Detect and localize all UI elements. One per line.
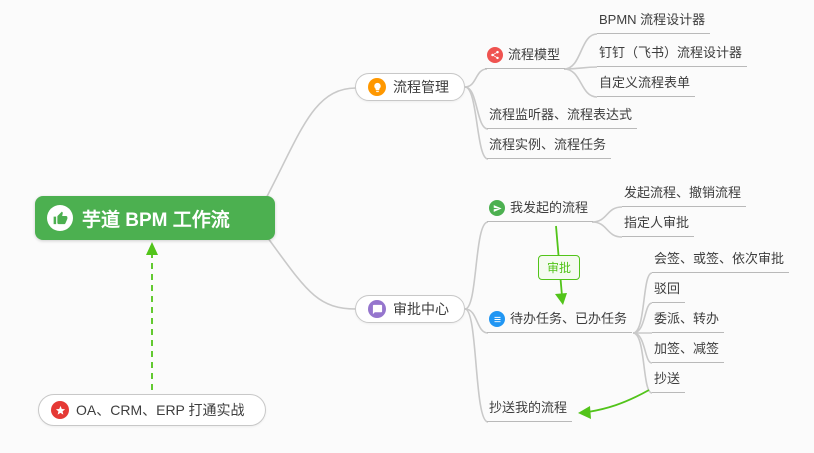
topic-custom-form[interactable]: 自定义流程表单 [597,75,696,97]
topic-delegate-transfer[interactable]: 委派、转办 [652,311,725,333]
topic-label: 流程管理 [393,79,449,95]
chat-bubble-icon [368,300,386,318]
topic-label: 审批中心 [393,301,449,317]
topic-cc[interactable]: 抄送 [652,371,686,393]
topic-start-cancel-process[interactable]: 发起流程、撤销流程 [622,185,747,207]
root-topic[interactable]: 芋道 BPM 工作流 [35,196,275,240]
topic-label: 待办任务、已办任务 [510,311,628,326]
root-topic-label: 芋道 BPM 工作流 [82,209,230,231]
topic-label: 钉钉（飞书）流程设计器 [599,45,743,60]
topic-label: 加签、减签 [654,341,720,356]
topic-my-initiated[interactable]: 我发起的流程 [487,200,594,222]
topic-label: 指定人审批 [624,215,690,230]
topic-label: 流程实例、流程任务 [489,137,607,152]
topic-bpmn-designer[interactable]: BPMN 流程设计器 [597,12,711,34]
topic-add-remove-sign[interactable]: 加签、减签 [652,341,725,363]
topic-label: 抄送 [654,371,681,386]
topic-label: 流程监听器、流程表达式 [489,107,633,122]
arrowhead-up [146,242,158,255]
topic-listener-expression[interactable]: 流程监听器、流程表达式 [487,107,638,129]
topic-dingtalk-designer[interactable]: 钉钉（飞书）流程设计器 [597,45,748,67]
relation-label-approve[interactable]: 审批 [538,255,581,280]
topic-instance-task[interactable]: 流程实例、流程任务 [487,137,612,159]
topic-oa-crm-erp-practice[interactable]: OA、CRM、ERP 打通实战 [38,394,266,426]
topic-label: 委派、转办 [654,311,720,326]
share-nodes-icon [487,47,503,63]
send-icon [489,200,505,216]
topic-label: 驳回 [654,281,681,296]
topic-reject[interactable]: 驳回 [652,281,686,303]
lightbulb-icon [368,78,386,96]
topic-countersign[interactable]: 会签、或签、依次审批 [652,251,790,273]
topic-cc-my-process[interactable]: 抄送我的流程 [487,400,573,422]
topic-label: 抄送我的流程 [489,400,568,415]
topic-label: 流程模型 [508,47,561,62]
topic-label: 会签、或签、依次审批 [654,251,785,266]
topic-assignee-approval[interactable]: 指定人审批 [622,215,695,237]
thumbs-up-icon [47,205,73,231]
topic-label: 发起流程、撤销流程 [624,185,742,200]
arrowhead-down [555,293,567,305]
topic-approval-center[interactable]: 审批中心 [355,295,465,323]
topic-label: OA、CRM、ERP 打通实战 [76,402,245,418]
topic-process-model[interactable]: 流程模型 [485,47,566,69]
topic-label: 自定义流程表单 [599,75,691,90]
list-icon [489,311,505,327]
arrowhead-left [578,406,591,419]
topic-label: 我发起的流程 [510,200,589,215]
star-icon [51,401,69,419]
topic-label: BPMN 流程设计器 [599,12,706,27]
topic-todo-done-tasks[interactable]: 待办任务、已办任务 [487,311,633,333]
topic-process-management[interactable]: 流程管理 [355,73,465,101]
relation-arrow-cc [587,389,650,413]
